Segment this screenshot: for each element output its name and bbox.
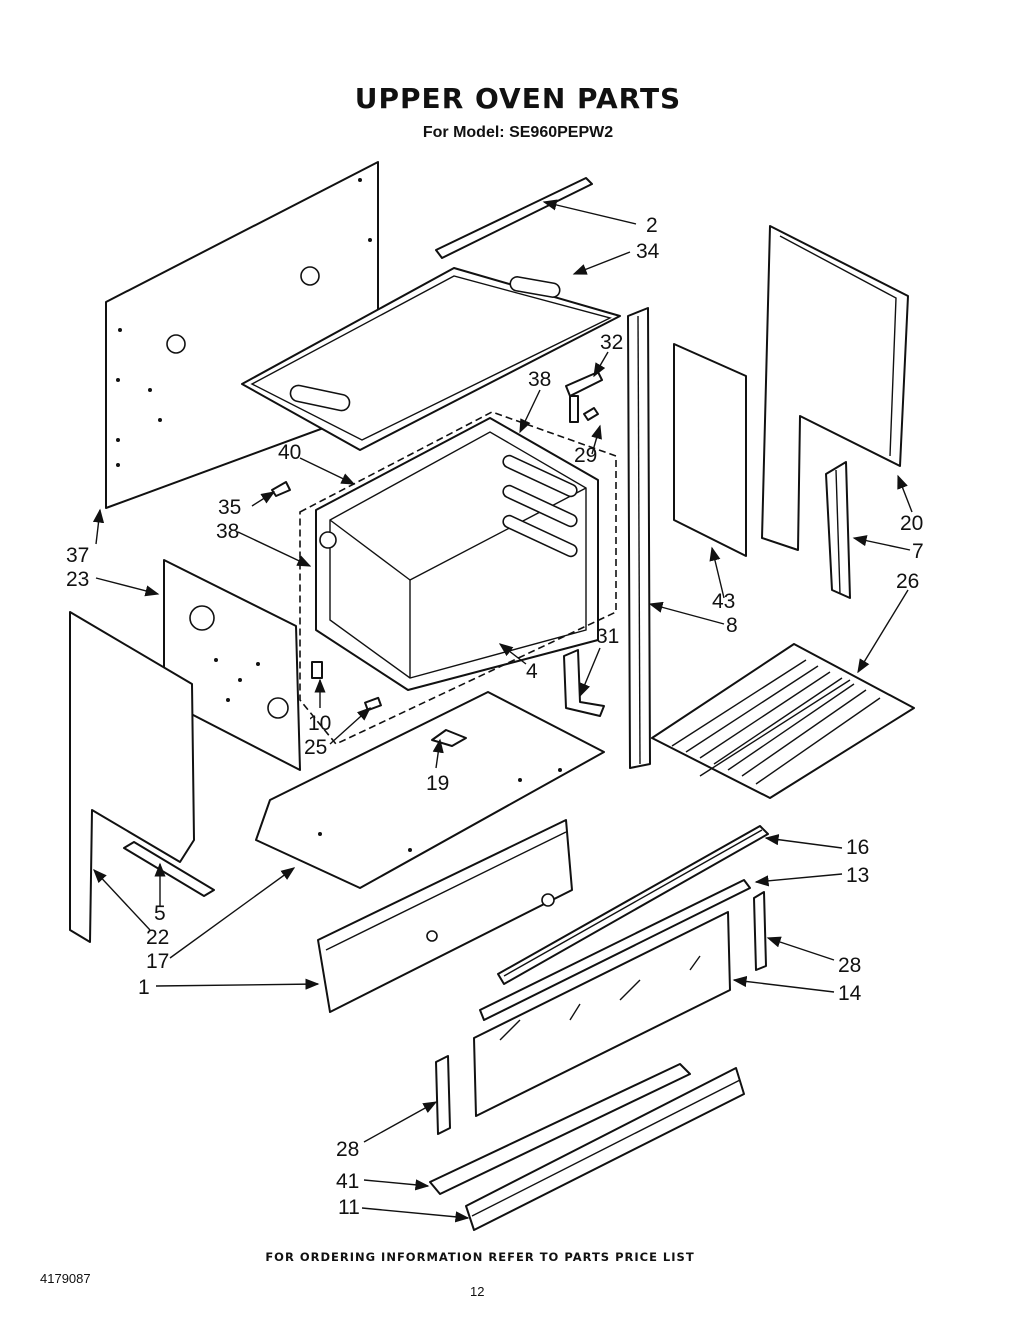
callout-28-right: 28 [838,954,861,977]
callout-35: 35 [218,496,241,519]
callout-38-left: 38 [216,520,239,543]
callout-37: 37 [66,544,89,567]
part-insulation [673,343,747,557]
callout-25: 25 [304,736,327,759]
callout-4: 4 [526,660,538,683]
callout-19: 19 [426,772,449,795]
part-bracket-31 [563,649,605,717]
part-posts [435,891,767,1135]
part-small-strip-5 [123,841,215,897]
part-oven-cavity [299,411,617,745]
part-door-trim [479,825,769,1021]
callout-2: 2 [646,214,658,237]
part-oven-rack [651,643,915,799]
part-front-frame [317,819,573,1013]
callout-14: 14 [838,982,862,1005]
part-vertical-trim [627,307,651,769]
callout-20: 20 [900,512,923,535]
part-door-glass [473,911,731,1117]
callout-5: 5 [154,902,166,925]
part-side-bracket [825,461,851,599]
page-title: UPPER OVEN PARTS [354,82,682,115]
callout-43: 43 [712,590,735,613]
callout-8: 8 [726,614,738,637]
callout-29: 29 [574,444,597,467]
part-top-strip [435,177,593,259]
callout-16: 16 [846,836,869,859]
callout-7: 7 [912,540,924,563]
callout-23: 23 [66,568,89,591]
callout-32: 32 [600,331,623,354]
callout-1: 1 [138,976,150,999]
part-left-outer-side [69,611,195,943]
callout-31: 31 [596,625,619,648]
callout-41: 41 [336,1170,359,1193]
part-bottom-rails [429,1063,745,1231]
model-subtitle: For Model: SE960PEPW2 [422,124,614,141]
part-right-side-panel [761,225,909,551]
callout-28-bottom: 28 [336,1138,359,1161]
callout-labels: 2 34 32 38 29 40 35 38 20 7 37 23 26 43 … [66,214,924,1219]
callout-17: 17 [146,950,169,973]
part-left-inner-panel [163,559,301,771]
page-number: 12 [470,1284,485,1299]
callout-13: 13 [846,864,869,887]
callout-38-top: 38 [528,368,551,391]
ordering-note: FOR ORDERING INFORMATION REFER TO PARTS … [265,1250,695,1264]
callout-10: 10 [308,712,331,735]
part-top-panel [241,267,621,451]
document-number: 4179087 [40,1271,91,1286]
callout-40: 40 [278,441,301,464]
callout-34: 34 [636,240,660,263]
callout-11: 11 [338,1196,360,1219]
callout-22: 22 [146,926,169,949]
leader-lines [92,199,913,1223]
callout-26: 26 [896,570,919,593]
